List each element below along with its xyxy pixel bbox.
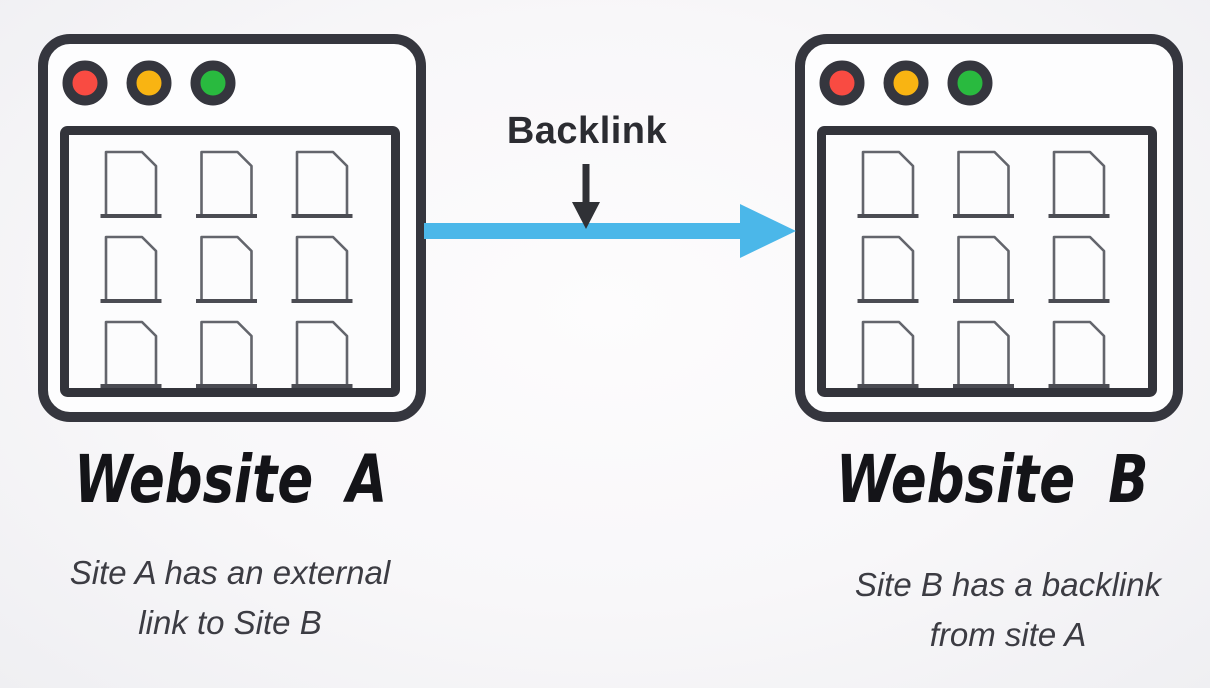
right-arrow-icon: [424, 204, 796, 258]
green-dot-icon: [947, 60, 993, 106]
down-arrow-head: [572, 202, 600, 229]
website-b-caption: Site B has a backlink from site A: [854, 566, 1162, 653]
right-arrow-head: [740, 204, 796, 258]
traffic-light-dots: [819, 60, 993, 106]
red-dot-icon: [62, 60, 108, 106]
browser-window-b: [795, 34, 1183, 422]
traffic-light-dots: [62, 60, 236, 106]
red-dot-icon: [819, 60, 865, 106]
yellow-dot-icon: [883, 60, 929, 106]
backlink-label: Backlink: [506, 110, 668, 152]
down-arrow-shaft: [582, 164, 590, 204]
down-arrow-icon: [572, 164, 600, 229]
browser-window-a: [38, 34, 426, 422]
green-dot-icon: [190, 60, 236, 106]
right-arrow-shaft: [424, 223, 746, 239]
website-b-title: Website B: [835, 441, 1149, 518]
website-a-title: Website A: [74, 441, 388, 518]
website-a-caption: Site A has an external link to Site B: [69, 554, 391, 641]
yellow-dot-icon: [126, 60, 172, 106]
